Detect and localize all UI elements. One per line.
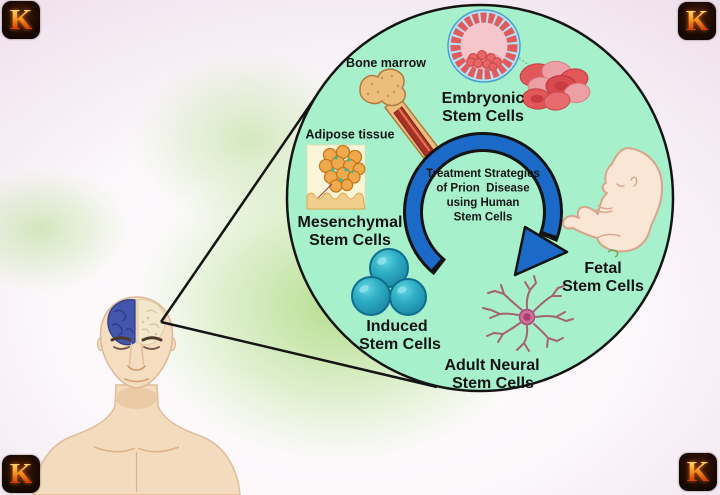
magnifier-cone-lines [159, 88, 438, 389]
fire-k-watermark-bottom-left: K [2, 455, 40, 493]
bone-marrow-icon [359, 68, 440, 161]
label-mesenchymal-line1: Mesenchymal [298, 214, 403, 231]
adipose-tissue-icon [306, 144, 366, 210]
center-message-line2: of Prion Disease [436, 183, 529, 195]
fire-k-watermark-top-right: K [678, 2, 716, 40]
fire-k-watermark-bottom-right: K [679, 453, 717, 491]
cycle-arrow-icon [402, 132, 569, 277]
center-message-line1: Treatment Strategies [426, 168, 540, 180]
fire-k-letter: K [685, 4, 709, 37]
blood-cells-icon [519, 60, 591, 111]
label-bone-marrow: Bone marrow [346, 56, 426, 70]
fetus-icon [562, 147, 663, 258]
induced-stem-cells-icon [351, 248, 427, 316]
neural-stem-cell-icon [482, 275, 574, 352]
label-induced-line1: Induced [366, 318, 427, 335]
magnified-circle: Bone marrow Adipose tissue [285, 3, 675, 393]
blastocyst-icon [447, 9, 537, 83]
label-embryonic-line1: Embryonic [442, 90, 525, 107]
label-fetal-line2: Stem Cells [562, 278, 644, 295]
center-message-line3: using Human [447, 197, 520, 209]
fire-k-letter: K [9, 457, 33, 490]
brain-icon [107, 299, 166, 346]
label-mesenchymal-line2: Stem Cells [309, 232, 391, 249]
fire-k-letter: K [686, 455, 710, 488]
fire-k-watermark-top-left: K [2, 1, 40, 39]
label-adipose-tissue: Adipose tissue [306, 128, 395, 142]
patient-figure [32, 296, 241, 495]
label-fetal-line1: Fetal [584, 260, 621, 277]
label-induced-line2: Stem Cells [359, 336, 441, 353]
face-features [110, 336, 163, 383]
fire-k-letter: K [9, 3, 33, 36]
label-embryonic-line2: Stem Cells [442, 108, 524, 125]
label-adult-neural-line2: Stem Cells [452, 375, 534, 392]
label-adult-neural-line1: Adult Neural [444, 357, 539, 374]
torso [32, 384, 241, 495]
center-message-line4: Stem Cells [454, 212, 513, 224]
